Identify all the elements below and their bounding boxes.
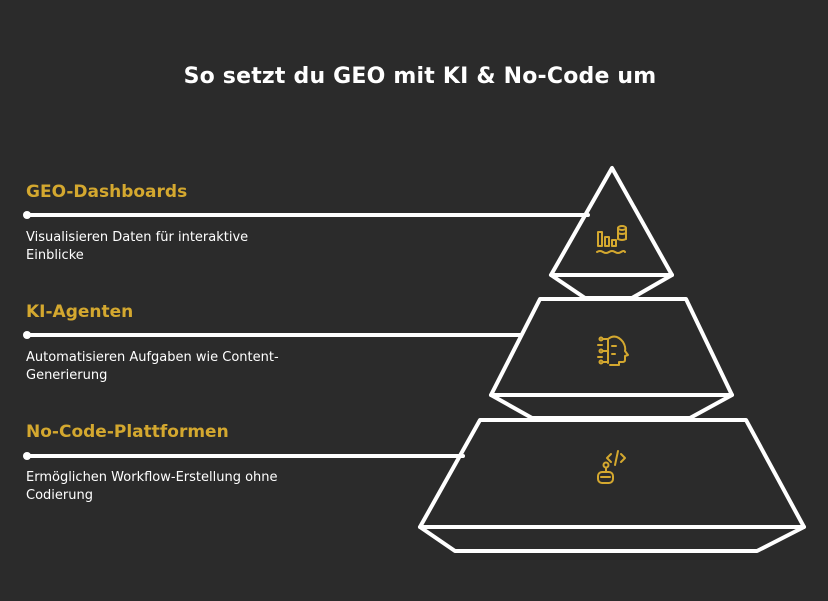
connector-dot-3 [23,452,31,460]
pyramid-level-1 [549,166,674,277]
dashboard-chart-icon [596,225,627,254]
level-title-ki-agenten: KI-Agenten [26,302,134,322]
level-title-geo-dashboards: GEO-Dashboards [26,182,188,202]
pyramid-level-3-base [418,525,806,553]
pyramid-level-2-base [489,393,734,420]
robot-code-icon [597,450,626,484]
connector-dot-2 [23,331,31,339]
pyramid-level-2 [489,297,734,397]
level-desc-geo-dashboards: Visualisieren Daten für interaktive Einb… [26,230,249,263]
level-desc-ki-agenten: Automatisieren Aufgaben wie Content-Gene… [26,350,279,383]
pyramid-level-1-base [549,273,674,300]
ai-head-icon [597,335,629,366]
connector-dot-1 [23,211,31,219]
level-desc-no-code-plattformen: Ermöglichen Workflow-Erstellung ohne Cod… [26,470,278,503]
diagram-title: So setzt du GEO mit KI & No-Code um [183,64,657,89]
level-title-no-code-plattformen: No-Code-Plattformen [26,422,229,442]
